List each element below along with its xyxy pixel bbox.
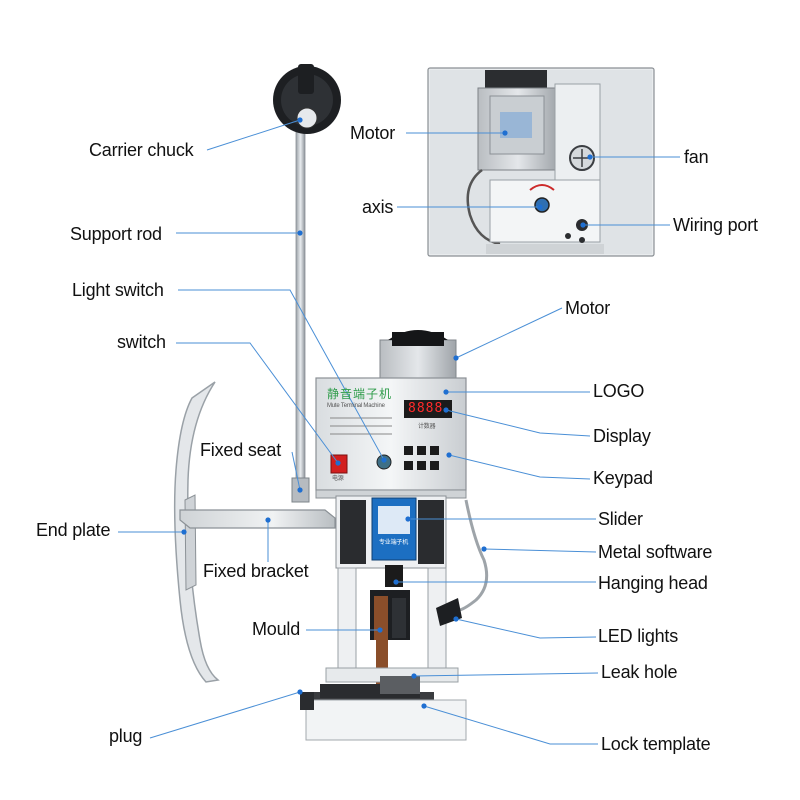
anchor-dot-keypad (446, 452, 452, 458)
anchor-dot-motor (453, 355, 459, 361)
label-lock-template: Lock template (601, 734, 711, 754)
panel-title: 静音端子机 (327, 387, 393, 401)
anchor-dot-fixed-seat (297, 487, 303, 493)
label-light-switch: Light switch (72, 280, 164, 300)
label-motor-inset: Motor (350, 123, 396, 143)
anchor-dot-switch (335, 460, 341, 466)
anchor-dot-hanging-head (393, 579, 399, 585)
label-wiring-port: Wiring port (673, 215, 758, 235)
anchor-dot-display (443, 407, 449, 413)
label-fan: fan (684, 147, 709, 167)
label-mould: Mould (252, 619, 301, 639)
anchor-dot-light-switch (381, 457, 387, 463)
label-end-plate: End plate (36, 520, 111, 540)
label-support-rod: Support rod (70, 224, 162, 244)
label-hanging-head: Hanging head (598, 573, 708, 593)
display-readout: 8888 (408, 401, 444, 416)
anchor-dot-logo (443, 389, 449, 395)
support-rod-drawing (291, 111, 310, 503)
label-leak-hole: Leak hole (601, 662, 678, 682)
anchor-dot-fixed-bracket (265, 517, 271, 523)
machine-body-drawing (300, 330, 489, 741)
label-plug: plug (109, 726, 143, 746)
leader-line-switch (176, 342, 339, 464)
panel-subtitle: Mute Terminal Machine (327, 403, 385, 409)
label-keypad: Keypad (593, 468, 653, 488)
label-switch: switch (117, 332, 166, 352)
label-slider: Slider (598, 509, 643, 529)
anchor-dot-plug (297, 689, 303, 695)
leader-line-plug (149, 691, 301, 739)
anchor-dot-motor-inset (502, 130, 508, 136)
keypad-buttons (404, 446, 439, 470)
label-fixed-seat: Fixed seat (200, 440, 282, 460)
anchor-dot-slider (405, 516, 411, 522)
leader-line-led-lights (455, 618, 597, 639)
anchor-dot-mould (377, 627, 383, 633)
leader-line-motor (455, 307, 563, 359)
label-axis: axis (362, 197, 394, 217)
label-metal-software: Metal software (598, 542, 713, 562)
leader-line-light-switch (178, 289, 385, 461)
leader-line-keypad (448, 454, 591, 480)
inset-photo (427, 67, 655, 257)
anchor-dot-metal-software (481, 546, 487, 552)
anchor-dot-leak-hole (411, 673, 417, 679)
anchor-dot-end-plate (181, 529, 187, 535)
anchor-dot-support-rod (297, 230, 303, 236)
label-motor: Motor (565, 298, 611, 318)
leader-line-fixed-seat (291, 451, 301, 491)
anchor-dots (181, 117, 593, 709)
switch-caption: 电源 (332, 475, 344, 482)
anchor-dot-led-lights (453, 616, 459, 622)
leader-line-display (445, 409, 591, 437)
anchor-dot-axis (537, 204, 543, 210)
display-caption: 计数器 (418, 423, 436, 430)
leader-line-lock-template (423, 705, 598, 745)
anchor-dot-fan (587, 154, 593, 160)
leader-lines (118, 119, 680, 745)
carrier-chuck-drawing (273, 64, 341, 134)
leader-line-carrier-chuck (206, 119, 301, 151)
label-display: Display (593, 426, 651, 446)
label-logo: LOGO (593, 381, 645, 401)
leader-line-metal-software (483, 548, 597, 553)
axis-knob-icon (534, 197, 550, 213)
leader-line-leak-hole (413, 672, 599, 677)
label-fixed-bracket: Fixed bracket (203, 561, 309, 581)
label-carrier-chuck: Carrier chuck (89, 140, 194, 160)
fixed-bracket-drawing (179, 509, 336, 529)
label-led-lights: LED lights (598, 626, 679, 646)
anchor-dot-wiring-port (580, 222, 586, 228)
anchor-dot-lock-template (421, 703, 427, 709)
slider-label: 专业端子机 (379, 539, 409, 546)
anchor-dot-carrier-chuck (297, 117, 303, 123)
